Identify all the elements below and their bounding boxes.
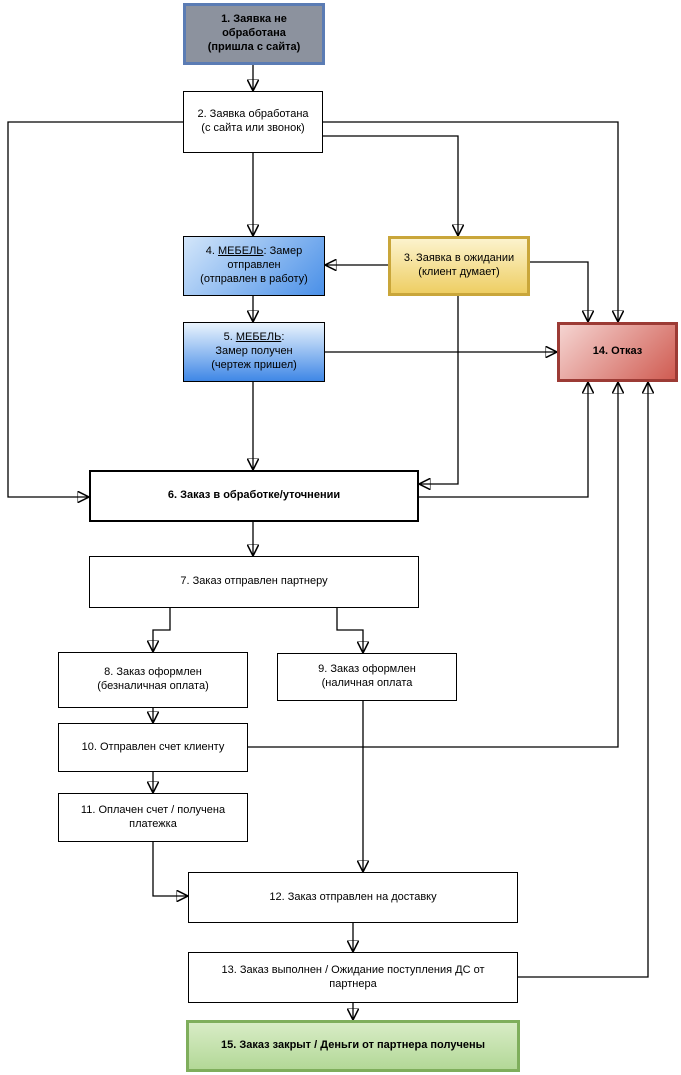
node-1-label: 1. Заявка не обработана (пришла с сайта) [207, 13, 301, 53]
node-15-label: 15. Заказ закрыт / Деньги от партнера по… [220, 1039, 485, 1052]
edge-7-to-9 [336, 608, 363, 653]
node-4-label: 4. МЕБЕЛЬ: Замер отправлен (отправлен в … [200, 245, 308, 285]
node-2-request-processed: 2. Заявка обработана (с сайта или звонок… [183, 91, 323, 153]
edge-2-to-3 [323, 135, 458, 236]
edge-3-to-14 [530, 261, 588, 322]
edge-3-to-6 [419, 296, 459, 484]
node-12-order-sent-for-delivery: 12. Заказ отправлен на доставку [188, 872, 518, 923]
node-5-furniture-measure-received: 5. МЕБЕЛЬ: Замер получен (чертеж пришел) [183, 322, 325, 382]
node-6-label: 6. Заказ в обработке/уточнении [167, 489, 341, 502]
node-12-label: 12. Заказ отправлен на доставку [269, 890, 437, 903]
node-11-label: 11. Оплачен счет / получена платежка [80, 803, 226, 830]
node-1-request-unprocessed: 1. Заявка не обработана (пришла с сайта) [183, 3, 325, 65]
node-9-order-cash-payment: 9. Заказ оформлен (наличная оплата [277, 653, 457, 701]
node-2-label: 2. Заявка обработана (с сайта или звонок… [197, 108, 309, 134]
node-14-label: 14. Отказ [592, 345, 643, 358]
edge-6-to-14 [419, 382, 588, 498]
node-10-label: 10. Отправлен счет клиенту [81, 740, 225, 753]
node-4-furniture-measure-sent: 4. МЕБЕЛЬ: Замер отправлен (отправлен в … [183, 236, 325, 296]
node-13-order-completed-waiting-funds: 13. Заказ выполнен / Ожидание поступлени… [188, 952, 518, 1003]
node-5-label: 5. МЕБЕЛЬ: Замер получен (чертеж пришел) [211, 331, 297, 371]
edge-11-to-12 [152, 842, 188, 896]
node-7-order-sent-to-partner: 7. Заказ отправлен партнеру [89, 556, 419, 608]
node-8-label: 8. Заказ оформлен (безналичная оплата) [97, 666, 209, 692]
node-10-invoice-sent: 10. Отправлен счет клиенту [58, 723, 248, 772]
node-3-request-waiting: 3. Заявка в ожидании (клиент думает) [388, 236, 530, 296]
node-14-rejection: 14. Отказ [557, 322, 678, 382]
edge-7-to-8 [153, 608, 171, 652]
node-3-label: 3. Заявка в ожидании (клиент думает) [403, 252, 515, 278]
node-9-label: 9. Заказ оформлен (наличная оплата [318, 663, 416, 689]
edge-10-to-14 [248, 382, 618, 748]
node-8-order-cashless-payment: 8. Заказ оформлен (безналичная оплата) [58, 652, 248, 708]
node-13-label: 13. Заказ выполнен / Ожидание поступлени… [221, 963, 485, 990]
edge-13-to-14 [518, 382, 648, 978]
edge-2-to-6 [7, 121, 183, 497]
node-6-order-processing: 6. Заказ в обработке/уточнении [89, 470, 419, 522]
node-15-order-closed-money-received: 15. Заказ закрыт / Деньги от партнера по… [186, 1020, 520, 1072]
node-11-invoice-paid: 11. Оплачен счет / получена платежка [58, 793, 248, 842]
edge-2-to-14 [323, 121, 618, 322]
node-7-label: 7. Заказ отправлен партнеру [180, 575, 328, 588]
